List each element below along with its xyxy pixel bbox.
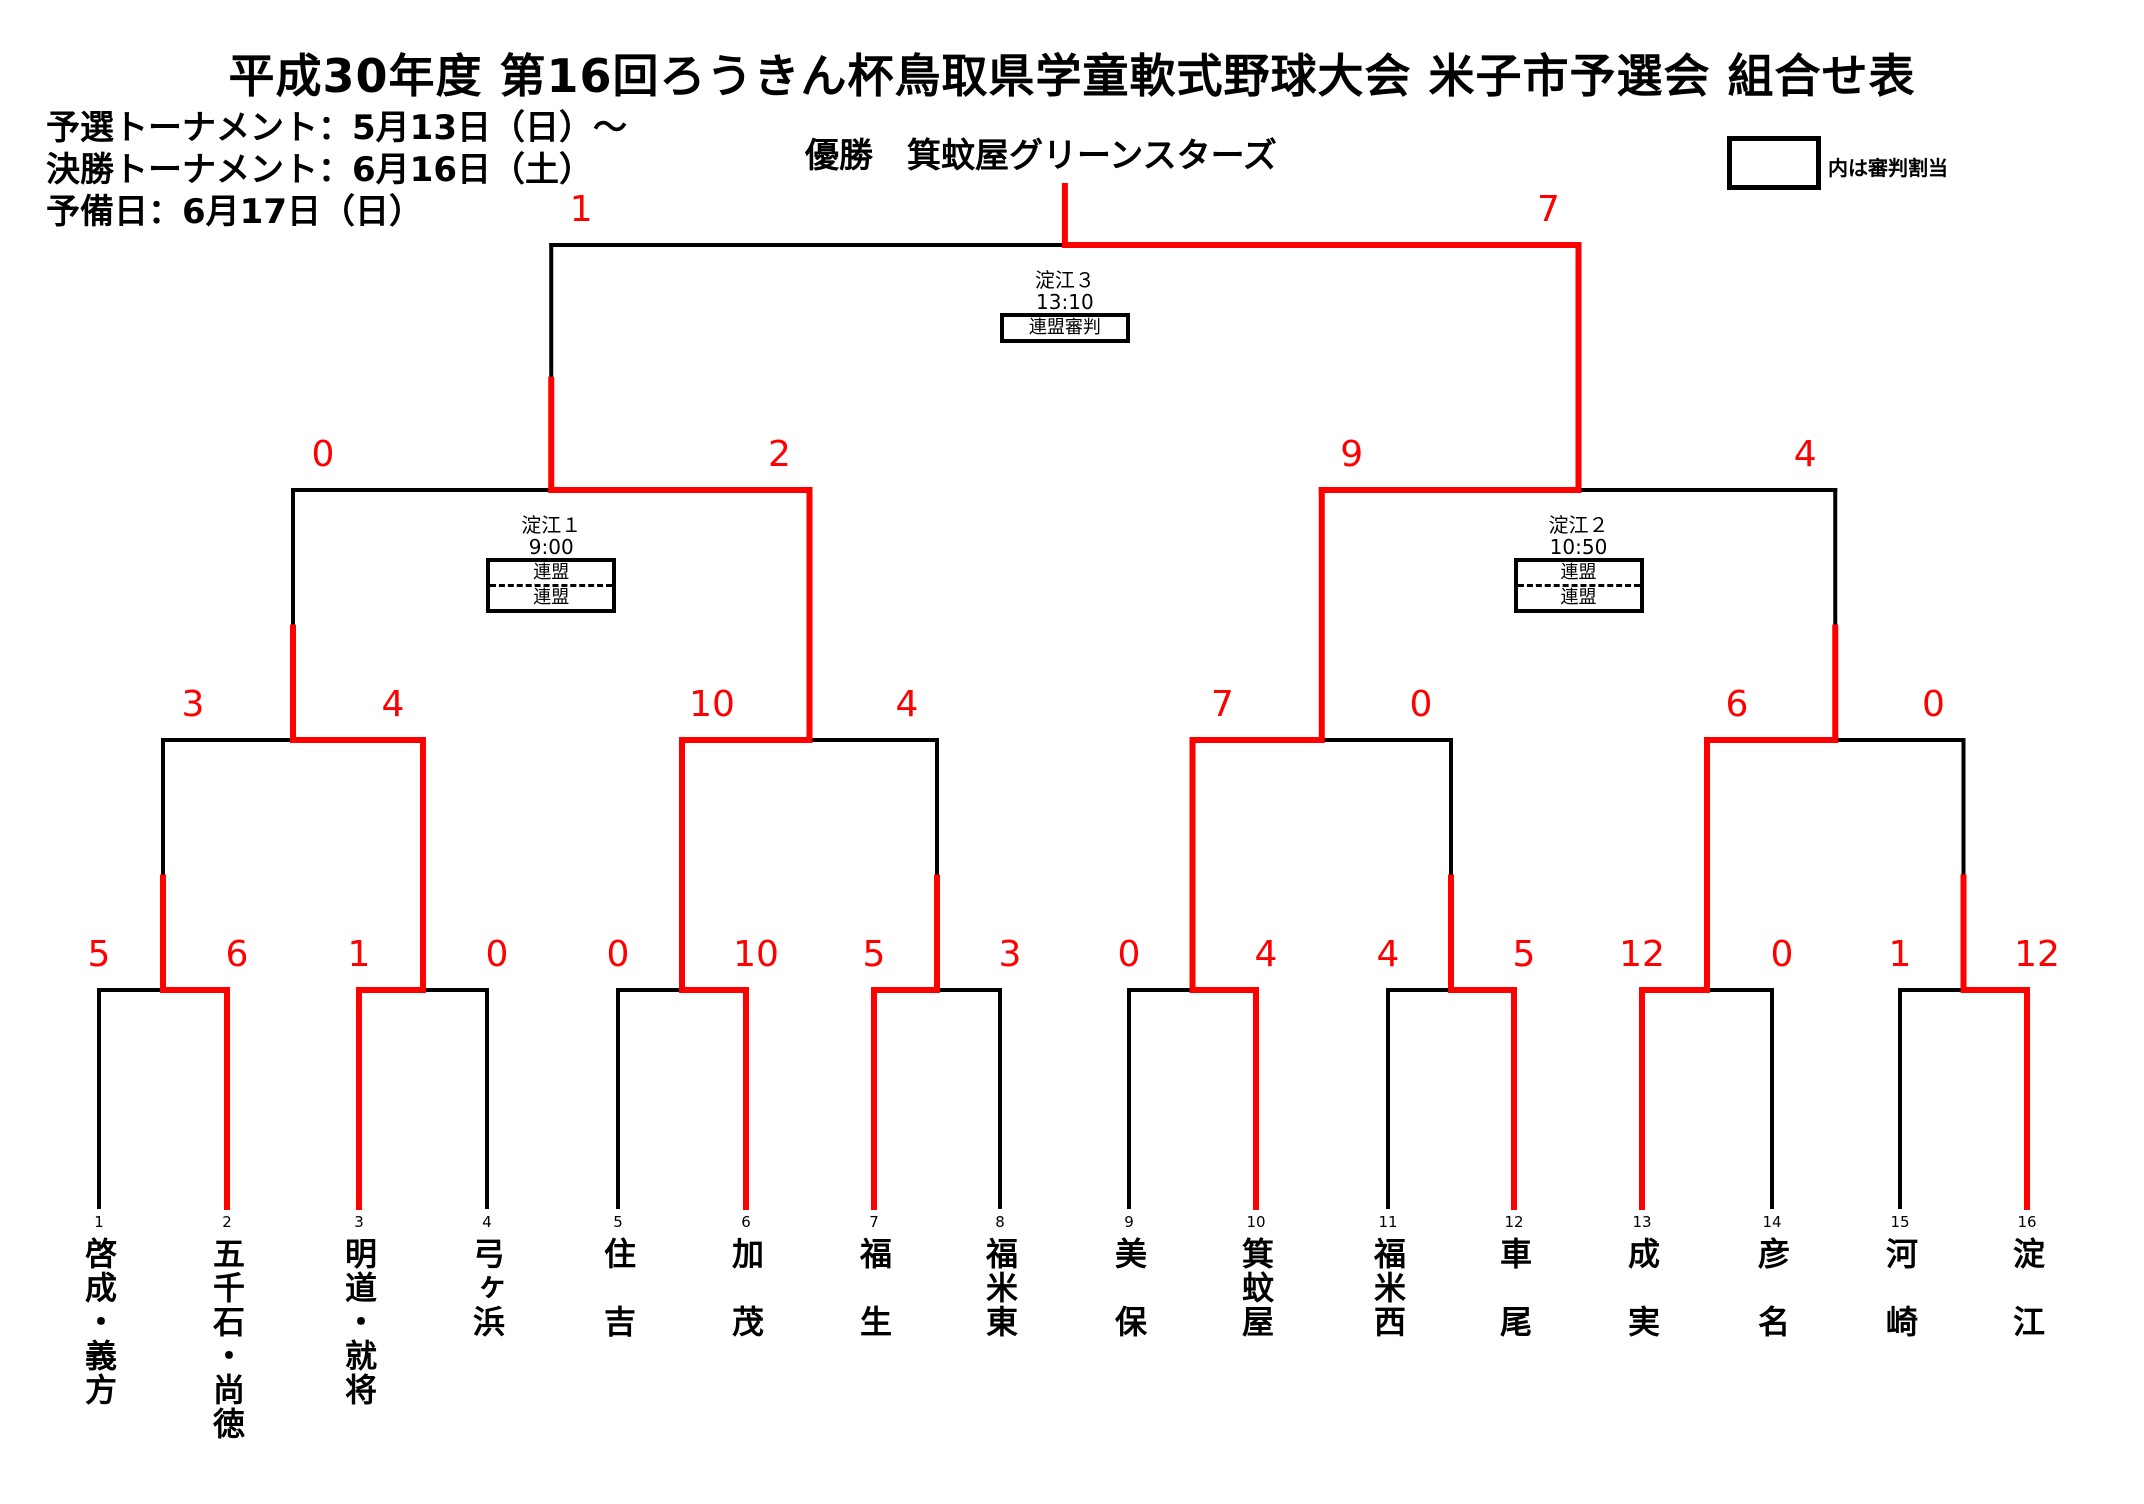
score-label: 6: [1726, 684, 1749, 725]
team-number: 11: [1378, 1213, 1397, 1231]
score-label: 0: [1118, 934, 1141, 975]
team-name: 彦 名: [1753, 1237, 1791, 1339]
match-time: 10:50: [1549, 535, 1608, 559]
score-label: 10: [689, 684, 735, 725]
team-number: 7: [869, 1213, 879, 1231]
score-label: 1: [348, 934, 371, 975]
schedule-preliminary: 予選トーナメント：5月13日（日）～: [46, 108, 627, 148]
score-label: 4: [1255, 934, 1278, 975]
match-time: 9:00: [528, 535, 574, 559]
team-number: 10: [1246, 1213, 1265, 1231]
team-number: 3: [354, 1213, 364, 1231]
team-name: 住 吉: [599, 1237, 637, 1339]
score-label: 0: [312, 434, 335, 475]
team-number: 5: [613, 1213, 623, 1231]
venue-name: 淀江１: [521, 513, 582, 537]
team-number: 12: [1504, 1213, 1523, 1231]
score-label: 3: [999, 934, 1022, 975]
referee-assignment: 連盟審判: [1028, 317, 1101, 338]
score-label: 7: [1211, 684, 1234, 725]
referee-box: 連盟連盟: [1513, 558, 1644, 613]
referee-legend-text: 内は審判割当: [1828, 156, 1948, 180]
team-number: 16: [2017, 1213, 2036, 1231]
match-time: 13:10: [1036, 290, 1094, 314]
referee-assignment: 連盟: [533, 562, 570, 583]
score-label: 5: [1513, 934, 1536, 975]
team-number: 1: [94, 1213, 104, 1231]
score-label: 6: [226, 934, 249, 975]
team-number: 15: [1890, 1213, 1909, 1231]
score-label: 0: [607, 934, 630, 975]
champion-label: 優勝 箕蚊屋グリーンスターズ: [805, 136, 1277, 176]
team-name: 明道・就将: [340, 1237, 378, 1407]
score-label: 3: [182, 684, 205, 725]
score-label: 5: [88, 934, 111, 975]
score-label: 5: [863, 934, 886, 975]
schedule-reserve: 予備日：6月17日（日）: [46, 192, 423, 232]
score-label: 12: [2014, 934, 2060, 975]
referee-assignment: 連盟: [1517, 584, 1640, 609]
team-name: 箕蚊屋: [1237, 1237, 1275, 1339]
referee-assignment: 連盟: [490, 584, 613, 609]
team-name: 河 崎: [1881, 1237, 1919, 1339]
team-number: 2: [222, 1213, 232, 1231]
score-label: 4: [896, 684, 919, 725]
team-number: 4: [482, 1213, 492, 1231]
referee-legend-box: [1727, 136, 1821, 190]
team-number: 6: [741, 1213, 751, 1231]
venue-name: 淀江３: [1034, 268, 1095, 292]
score-label: 10: [733, 934, 779, 975]
score-label: 4: [1377, 934, 1400, 975]
team-name: 福米東: [981, 1237, 1019, 1339]
score-label: 1: [1889, 934, 1912, 975]
team-name: 成 実: [1623, 1237, 1661, 1339]
score-label: 2: [768, 434, 791, 475]
team-name: 福 生: [855, 1237, 893, 1339]
score-label: 9: [1340, 434, 1363, 475]
team-number: 8: [995, 1213, 1005, 1231]
page-title: 平成30年度 第16回ろうきん杯鳥取県学童軟式野球大会 米子市予選会 組合せ表: [228, 49, 1916, 103]
team-number: 13: [1632, 1213, 1651, 1231]
team-name: 弓ヶ浜: [468, 1237, 506, 1339]
score-label: 0: [1771, 934, 1794, 975]
team-name: 啓成・義方: [80, 1237, 118, 1407]
referee-assignment: 連盟: [1560, 562, 1597, 583]
schedule-final: 決勝トーナメント：6月16日（土）: [46, 150, 593, 190]
score-label: 0: [1410, 684, 1433, 725]
score-label: 12: [1619, 934, 1665, 975]
team-number: 9: [1124, 1213, 1134, 1231]
score-label: 7: [1537, 189, 1560, 230]
team-name: 加 茂: [727, 1237, 765, 1339]
team-number: 14: [1762, 1213, 1781, 1231]
team-name: 福米西: [1369, 1237, 1407, 1339]
team-name: 車 尾: [1495, 1237, 1533, 1339]
team-name: 美 保: [1110, 1237, 1148, 1339]
score-label: 0: [486, 934, 509, 975]
venue-name: 淀江２: [1548, 513, 1609, 537]
score-label: 4: [1794, 434, 1817, 475]
score-label: 1: [570, 189, 593, 230]
team-name: 五千石・尚徳: [208, 1237, 246, 1441]
score-label: 4: [382, 684, 405, 725]
referee-box: 連盟連盟: [486, 558, 617, 613]
referee-box: 連盟審判: [999, 313, 1130, 343]
team-name: 淀 江: [2008, 1237, 2046, 1339]
score-label: 0: [1922, 684, 1945, 725]
